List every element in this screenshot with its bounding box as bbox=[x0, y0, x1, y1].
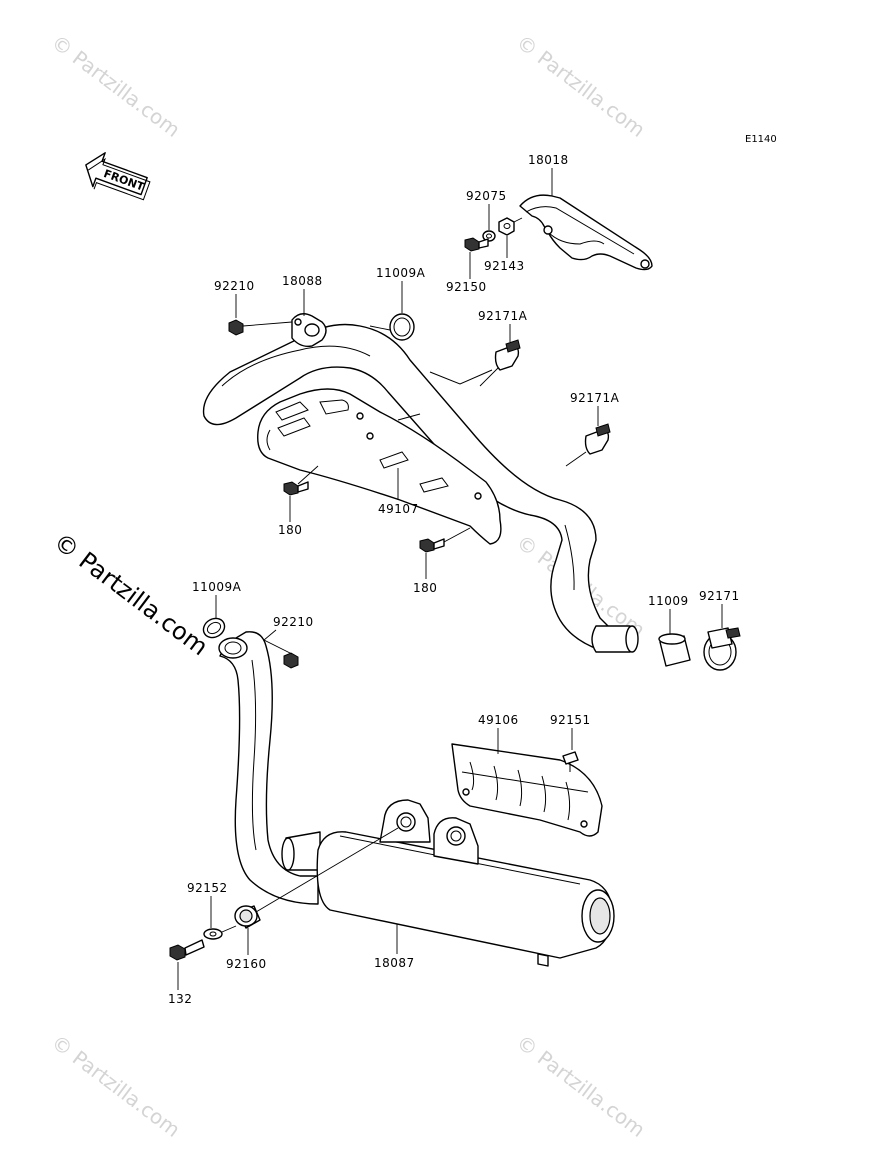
gasket-11009A-top bbox=[389, 313, 415, 341]
bushing-92160 bbox=[234, 905, 261, 929]
diagram-code: E1140 bbox=[745, 134, 777, 145]
clamp-92171A-a bbox=[494, 339, 521, 371]
label-180-b: 180 bbox=[413, 581, 437, 595]
bolt-180-b bbox=[419, 538, 445, 553]
label-132: 132 bbox=[168, 992, 192, 1006]
watermark-top-left: © Partzilla.com bbox=[47, 30, 185, 142]
gasket-11009A-bottom bbox=[202, 617, 226, 639]
label-92160: 92160 bbox=[226, 957, 267, 971]
washer-92152 bbox=[203, 928, 223, 940]
clamp-92171 bbox=[703, 627, 741, 671]
label-18018: 18018 bbox=[528, 153, 569, 167]
label-92152: 92152 bbox=[187, 881, 228, 895]
screw-92151 bbox=[562, 751, 579, 772]
heat-guard-49106 bbox=[451, 743, 603, 837]
label-49107: 49107 bbox=[378, 502, 419, 516]
nut-92210-bottom bbox=[283, 652, 299, 669]
label-49106: 49106 bbox=[478, 713, 519, 727]
label-92150: 92150 bbox=[446, 280, 487, 294]
nut-92143 bbox=[498, 217, 515, 236]
label-92171A-b: 92171A bbox=[570, 391, 620, 405]
label-92151: 92151 bbox=[550, 713, 591, 727]
washer-92075 bbox=[482, 230, 496, 242]
muffler-18087 bbox=[316, 799, 615, 967]
label-11009A-bottom: 11009A bbox=[192, 580, 242, 594]
front-arrow-icon: FRONT bbox=[85, 152, 151, 201]
watermark-bottom-left: © Partzilla.com bbox=[47, 1030, 185, 1142]
label-18087: 18087 bbox=[374, 956, 415, 970]
watermark-large: © Partzilla.com bbox=[48, 527, 213, 661]
watermark-top-right: © Partzilla.com bbox=[512, 30, 650, 142]
clamp-92171A-b bbox=[584, 423, 611, 455]
heat-guard-49107 bbox=[257, 388, 502, 545]
label-92210-bottom: 92210 bbox=[273, 615, 314, 629]
label-92210-top: 92210 bbox=[214, 279, 255, 293]
lower-exhaust-pipe bbox=[218, 631, 321, 905]
label-11009: 11009 bbox=[648, 594, 689, 608]
watermark-bottom-right: © Partzilla.com bbox=[512, 1030, 650, 1142]
upper-exhaust-pipe bbox=[202, 313, 639, 653]
label-180-a: 180 bbox=[278, 523, 302, 537]
bracket-18018 bbox=[519, 194, 653, 271]
nut-92210-top bbox=[228, 319, 244, 336]
label-18088: 18088 bbox=[282, 274, 323, 288]
label-92143: 92143 bbox=[484, 259, 525, 273]
label-92075: 92075 bbox=[466, 189, 507, 203]
label-92171A-a: 92171A bbox=[478, 309, 528, 323]
sleeve-11009 bbox=[658, 633, 691, 667]
label-92171: 92171 bbox=[699, 589, 740, 603]
label-11009A-top: 11009A bbox=[376, 266, 426, 280]
bolt-180-a bbox=[283, 481, 309, 496]
bolt-132 bbox=[169, 939, 205, 961]
bolt-92150 bbox=[464, 237, 489, 252]
